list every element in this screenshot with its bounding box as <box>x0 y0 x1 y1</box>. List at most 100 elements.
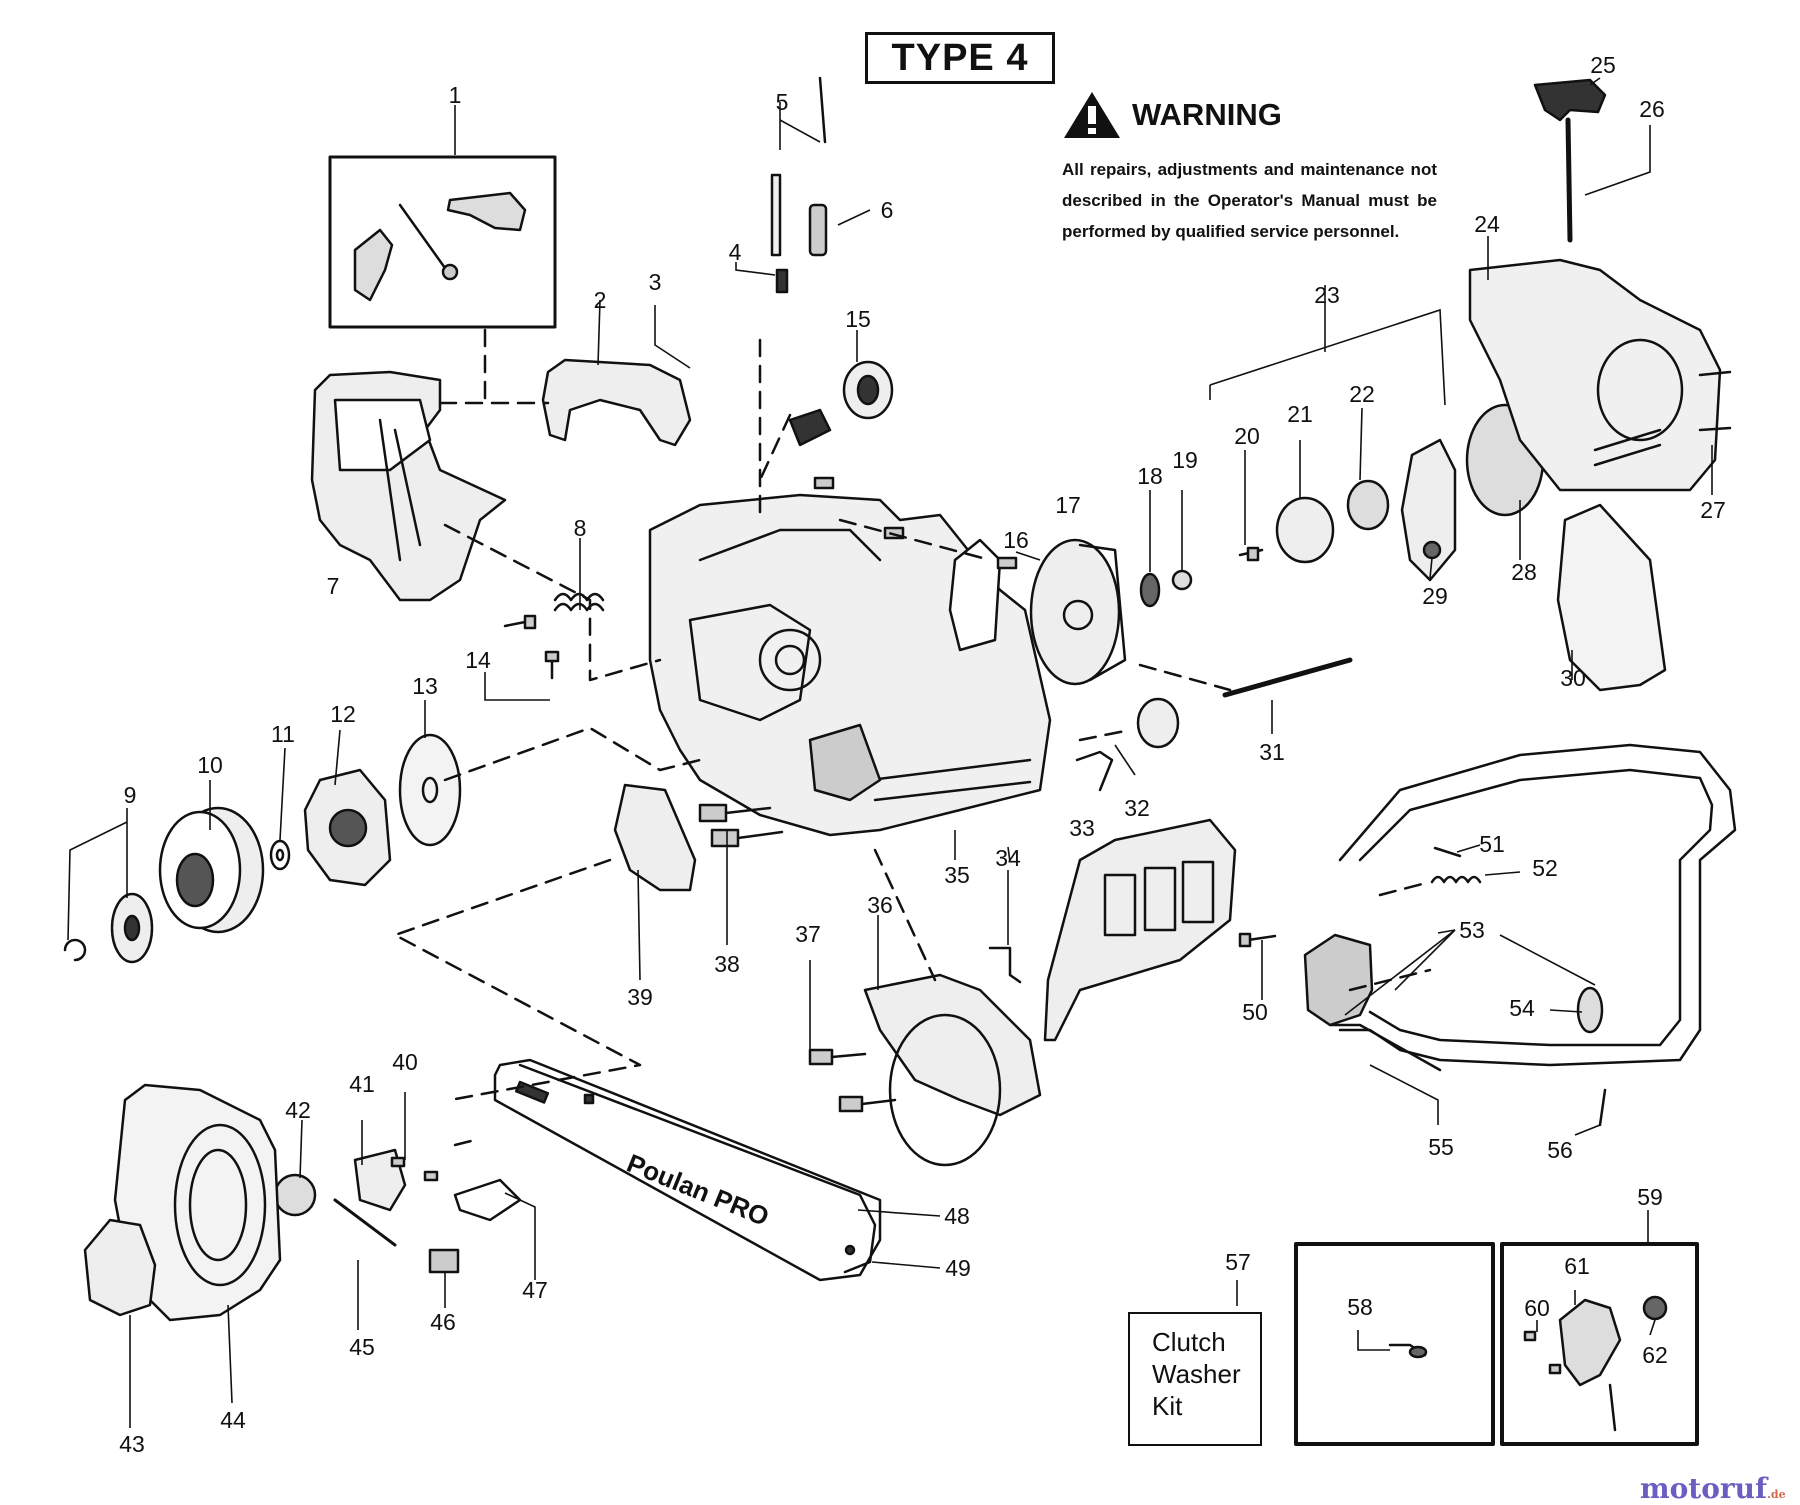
part-43-knob <box>83 1218 157 1317</box>
callout-15: 15 <box>845 306 871 332</box>
callout-14: 14 <box>465 647 491 673</box>
callout-43: 43 <box>119 1431 145 1457</box>
part-42-sprocket <box>273 1173 317 1217</box>
callout-58: 58 <box>1347 1294 1373 1320</box>
part-45-screw <box>333 1198 397 1247</box>
callout-57: 57 <box>1225 1249 1251 1275</box>
callout-24: 24 <box>1474 211 1500 237</box>
part-14-screws <box>503 614 560 680</box>
callout-4: 4 <box>729 239 742 265</box>
callout-25: 25 <box>1590 52 1616 78</box>
part-20-screw <box>1238 546 1264 562</box>
part-37-bolts <box>808 1048 897 1113</box>
warning-text: All repairs, adjustments and maintenance… <box>1062 160 1437 241</box>
part-24-starter-housing <box>1468 258 1722 492</box>
callout-1: 1 <box>449 82 462 108</box>
callout-54: 54 <box>1509 995 1535 1021</box>
warning-triangle-icon <box>1064 92 1120 138</box>
part-27-screws <box>1698 370 1732 432</box>
callout-16: 16 <box>1003 527 1029 553</box>
callout-10: 10 <box>197 752 223 778</box>
callout-21: 21 <box>1287 401 1313 427</box>
callout-2: 2 <box>594 287 607 313</box>
part-10-clutch-drum <box>158 806 265 934</box>
part-28-starter-pulley <box>1400 403 1545 582</box>
leader-lines <box>67 77 1713 1428</box>
callout-33: 33 <box>1069 815 1095 841</box>
callout-51: 51 <box>1479 831 1505 857</box>
callout-26: 26 <box>1639 96 1665 122</box>
part-61-oil-pump <box>1558 1298 1622 1432</box>
callout-60: 60 <box>1524 1295 1550 1321</box>
callout-62: 62 <box>1642 1342 1668 1368</box>
part-62-gear <box>1642 1295 1668 1321</box>
callout-28: 28 <box>1511 559 1537 585</box>
part-15-primer <box>788 360 894 447</box>
part-47-link <box>453 1178 522 1222</box>
watermark: motoruf.de <box>1640 1472 1786 1505</box>
callout-32: 32 <box>1124 795 1150 821</box>
part-29-nut <box>1422 540 1442 560</box>
assembly-guide-lines <box>393 328 1432 1147</box>
callout-45: 45 <box>349 1334 375 1360</box>
callout-37: 37 <box>795 921 821 947</box>
callout-44: 44 <box>220 1407 246 1433</box>
callout-56: 56 <box>1547 1137 1573 1163</box>
part-13-plate <box>398 733 462 847</box>
part-12-clutch <box>303 768 392 887</box>
watermark-text: motoruf <box>1640 1472 1768 1505</box>
callout-12: 12 <box>330 701 356 727</box>
clutch-kit-line-3: Kit <box>1152 1391 1183 1421</box>
callout-48: 48 <box>944 1203 970 1229</box>
part-11-washer <box>269 839 291 871</box>
callout-3: 3 <box>649 269 662 295</box>
part-25-handle <box>1533 78 1607 243</box>
part-36-brake-assembly <box>863 973 1042 1167</box>
part-30-cover <box>1556 503 1667 692</box>
kit-box-58 <box>1294 1242 1495 1446</box>
callout-5: 5 <box>776 89 789 115</box>
callout-17: 17 <box>1055 492 1081 518</box>
part-58-clutch-washer <box>1388 1343 1428 1359</box>
callout-6: 6 <box>881 197 894 223</box>
callout-7: 7 <box>327 573 340 599</box>
part-33-handguard <box>1043 818 1237 1042</box>
callout-34: 34 <box>995 845 1021 871</box>
callout-13: 13 <box>412 673 438 699</box>
warning-block: WARNING All repairs, adjustments and mai… <box>1062 90 1437 247</box>
callout-38: 38 <box>714 951 740 977</box>
part-56-pin <box>1598 1088 1607 1127</box>
part-54-spring <box>1576 986 1604 1034</box>
part-1-throttle-kit <box>328 155 557 329</box>
part-51-pin <box>1433 846 1462 858</box>
callout-52: 52 <box>1532 855 1558 881</box>
part-7-rear-handle <box>310 370 507 602</box>
part-22-spring <box>1346 479 1390 531</box>
part-52-spring <box>1430 875 1482 884</box>
callout-39: 39 <box>627 984 653 1010</box>
callout-40: 40 <box>392 1049 418 1075</box>
callout-19: 19 <box>1172 447 1198 473</box>
part-8-spring <box>553 592 605 612</box>
part-19-nut <box>1171 569 1193 591</box>
part-16-clips <box>813 476 1018 570</box>
callout-23: 23 <box>1314 282 1340 308</box>
callout-42: 42 <box>285 1097 311 1123</box>
type-label: TYPE 4 <box>865 32 1055 84</box>
callout-30: 30 <box>1560 665 1586 691</box>
part-21-pulley <box>1275 496 1335 564</box>
part-9-washer <box>110 892 154 964</box>
callout-50: 50 <box>1242 999 1268 1025</box>
callout-35: 35 <box>944 862 970 888</box>
part-55-front-handle <box>1328 743 1737 1072</box>
part-2-handle-cover <box>541 358 692 447</box>
callout-49: 49 <box>945 1255 971 1281</box>
part-31-rod <box>1222 657 1353 698</box>
callout-55: 55 <box>1428 1134 1454 1160</box>
callout-9: 9 <box>124 782 137 808</box>
callout-27: 27 <box>1700 497 1726 523</box>
part-32-fitting <box>1075 697 1180 792</box>
kit-box-59 <box>1500 1242 1699 1446</box>
part-50-screw <box>1238 932 1277 948</box>
